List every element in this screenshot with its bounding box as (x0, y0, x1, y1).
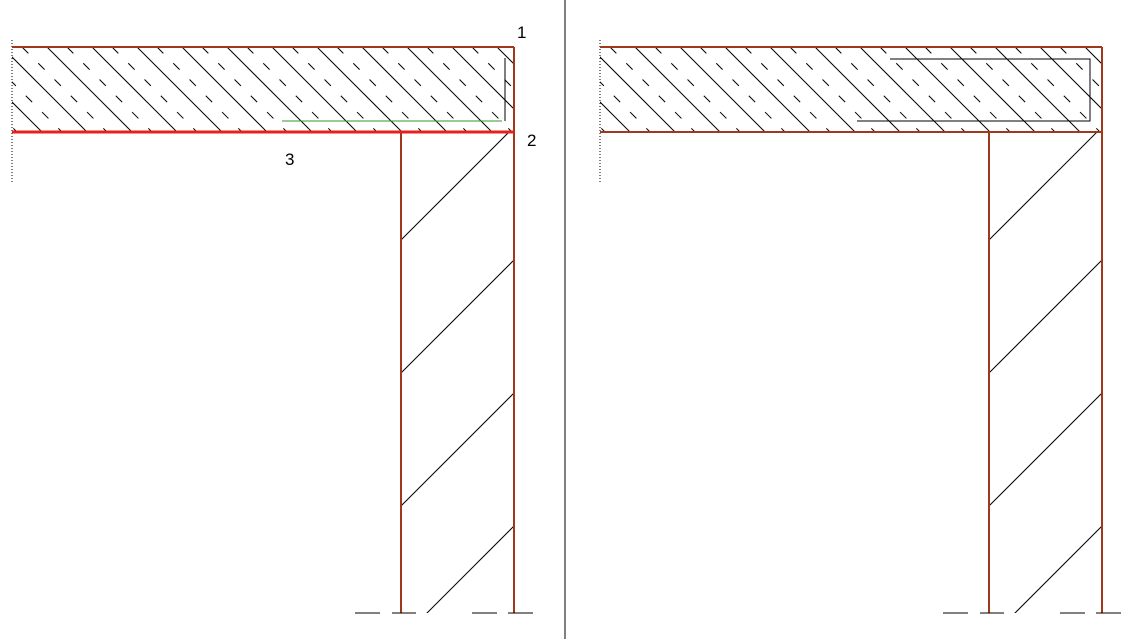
panel-before: 1 2 3 (11, 23, 602, 614)
hatch-line (989, 132, 1098, 241)
panel-after (500, 40, 1135, 614)
hatch-line (600, 81, 651, 132)
hatch-line (634, 47, 721, 132)
hatch-line (1084, 47, 1102, 65)
hatch-line (814, 47, 901, 132)
point-label-1: 1 (517, 23, 526, 42)
hatch-line (949, 47, 1036, 132)
hatch-line (769, 47, 856, 132)
hatch-line (381, 47, 468, 132)
hatch-line (1039, 47, 1102, 110)
hatch-line (879, 47, 966, 132)
hatch-line (699, 47, 786, 132)
hatch-line (600, 56, 676, 132)
hatch-line (181, 47, 268, 132)
hatch-line (969, 47, 1056, 132)
hatch-line (12, 81, 63, 132)
hatch-line (291, 47, 378, 132)
hatch-line (111, 47, 198, 132)
hatch-line (989, 259, 1102, 374)
hatch-line (789, 47, 876, 132)
hatch-line (904, 47, 991, 132)
hatch-line (500, 47, 585, 132)
hatch-line (924, 47, 1011, 132)
hatch-line (336, 47, 423, 132)
hatch-line (401, 132, 510, 241)
hatch-line (426, 525, 514, 613)
hatch-line (271, 47, 358, 132)
wall-hatch (401, 132, 514, 613)
hatch-line (12, 101, 43, 132)
hatch-line (401, 392, 514, 507)
hatch-line (136, 47, 223, 132)
hatch-line (496, 47, 514, 65)
hatch-line (406, 47, 493, 132)
slab-hatch (12, 47, 602, 132)
hatch-line (226, 47, 313, 132)
hatch-line (246, 47, 333, 132)
hatch-line (66, 47, 153, 132)
hatch-line (361, 47, 448, 132)
hatch-line (994, 47, 1081, 132)
hatch-line (679, 47, 766, 132)
hatch-line (600, 126, 606, 132)
hatch-line (517, 47, 602, 132)
hatch-line (654, 47, 741, 132)
hatch-line (744, 47, 831, 132)
hatch-line (1014, 525, 1102, 613)
hatch-line (834, 47, 921, 132)
hatch-line (201, 47, 288, 132)
hatch-line (989, 392, 1102, 507)
hatch-line (609, 47, 696, 132)
hatch-line (1105, 47, 1135, 132)
wall-hatch (989, 132, 1102, 613)
hatch-line (401, 259, 514, 374)
slab-hatch (500, 47, 1135, 132)
hatch-line (426, 47, 513, 132)
rebar-shape[interactable] (857, 58, 1091, 122)
point-label-3: 3 (285, 150, 294, 169)
hatch-line (1014, 47, 1101, 132)
hatch-line (600, 101, 631, 132)
hatch-line (156, 47, 243, 132)
hatch-line (724, 47, 811, 132)
point-label-2: 2 (527, 131, 536, 150)
hatch-line (46, 47, 133, 132)
hatch-line (859, 47, 946, 132)
hatch-line (451, 47, 514, 110)
hatch-line (91, 47, 178, 132)
hatch-line (12, 56, 88, 132)
hatch-line (316, 47, 403, 132)
hatch-line (21, 47, 108, 132)
